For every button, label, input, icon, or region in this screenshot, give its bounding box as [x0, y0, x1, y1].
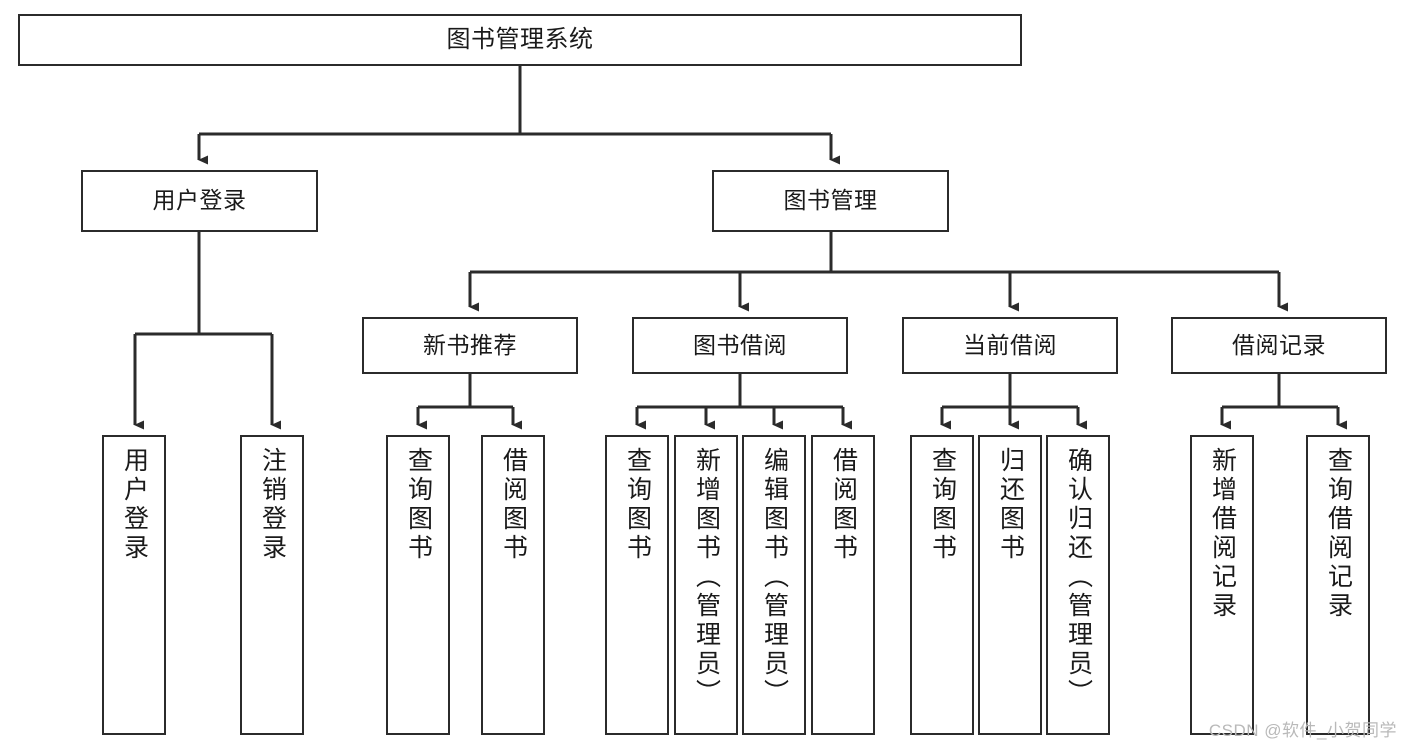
- node-label: 用户登录: [120, 447, 149, 563]
- node-borrow-record[interactable]: 借阅记录: [1171, 317, 1387, 374]
- leaf-user-login[interactable]: 用户登录: [102, 435, 166, 735]
- node-user-login[interactable]: 用户登录: [81, 170, 318, 232]
- leaf-borrow-book-1[interactable]: 借阅图书: [481, 435, 545, 735]
- node-label: 用户登录: [152, 187, 247, 214]
- node-label: 当前借阅: [963, 331, 1057, 358]
- node-book-management[interactable]: 图书管理: [712, 170, 949, 232]
- node-root-system[interactable]: 图书管理系统: [18, 14, 1022, 66]
- leaf-borrow-book-2[interactable]: 借阅图书: [811, 435, 875, 735]
- node-label: 借阅记录: [1232, 331, 1326, 358]
- leaf-edit-book[interactable]: 编辑图书（管理员）: [742, 435, 806, 735]
- node-label: 图书借阅: [693, 331, 787, 358]
- node-label: 注销登录: [258, 447, 287, 563]
- leaf-add-record[interactable]: 新增借阅记录: [1190, 435, 1254, 735]
- node-label: 新增图书（管理员）: [692, 447, 721, 708]
- node-book-borrow[interactable]: 图书借阅: [632, 317, 848, 374]
- node-label: 归还图书: [996, 447, 1025, 563]
- node-label: 查询图书: [928, 447, 957, 563]
- node-label: 查询借阅记录: [1324, 447, 1353, 621]
- leaf-add-book[interactable]: 新增图书（管理员）: [674, 435, 738, 735]
- node-label: 借阅图书: [829, 447, 858, 563]
- leaf-confirm-return[interactable]: 确认归还（管理员）: [1046, 435, 1110, 735]
- leaf-query-record[interactable]: 查询借阅记录: [1306, 435, 1370, 735]
- node-new-book-recommend[interactable]: 新书推荐: [362, 317, 578, 374]
- node-label: 新增借阅记录: [1208, 447, 1237, 621]
- node-label: 确认归还（管理员）: [1064, 447, 1093, 708]
- leaf-return-book[interactable]: 归还图书: [978, 435, 1042, 735]
- leaf-logout-login[interactable]: 注销登录: [240, 435, 304, 735]
- node-label: 新书推荐: [423, 331, 517, 358]
- node-label: 图书管理: [783, 187, 878, 214]
- watermark-text: CSDN @软件_小贺同学: [1208, 721, 1397, 740]
- leaf-query-book-3[interactable]: 查询图书: [910, 435, 974, 735]
- leaf-query-book-2[interactable]: 查询图书: [605, 435, 669, 735]
- node-label: 借阅图书: [499, 447, 528, 563]
- leaf-query-book-1[interactable]: 查询图书: [386, 435, 450, 735]
- node-label: 编辑图书（管理员）: [760, 447, 789, 708]
- node-label: 图书管理系统: [446, 25, 594, 53]
- node-label: 查询图书: [623, 447, 652, 563]
- node-label: 查询图书: [404, 447, 433, 563]
- node-current-borrow[interactable]: 当前借阅: [902, 317, 1118, 374]
